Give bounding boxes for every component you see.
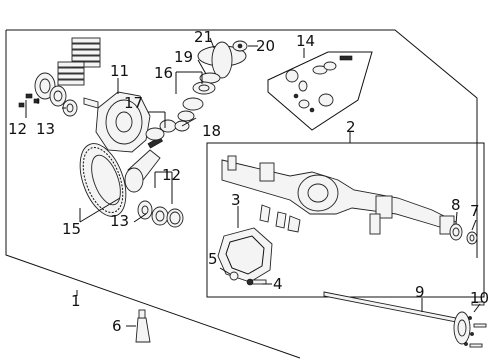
pinion-flange [197,40,248,79]
differential-cover [217,227,273,283]
callout-9: 9 [415,283,425,301]
pinion-gear [124,119,177,193]
callout-8: 8 [451,196,461,214]
callout-19: 19 [174,48,193,66]
callout-1: 1 [71,292,81,310]
cover-bolt [246,278,267,286]
callout-5: 5 [208,250,218,268]
callout-6: 6 [112,317,122,335]
callout-3: 3 [231,191,241,209]
kit-outline [267,51,373,131]
pinion-bearings [137,200,184,228]
callout-labels: 11 12 13 12 13 15 17 18 16 19 21 20 14 2… [8,28,489,335]
callout-18: 18 [202,122,221,140]
leader-lines [25,37,481,327]
wheel-studs [469,301,487,348]
axle-housing [221,155,457,235]
fill-plug [229,271,239,281]
callout-21: 21 [194,28,213,46]
differential-case [83,91,151,153]
callout-14: 14 [296,32,315,50]
mounting-brackets [259,204,301,233]
callout-11: 11 [110,62,129,80]
callout-16: 16 [154,64,173,82]
bearing-race-left [18,72,78,117]
axle-seal [466,231,478,245]
pinion-seal-bearings [174,72,221,132]
callout-17: 17 [124,94,143,112]
callout-15: 15 [62,220,81,238]
callout-13-lower: 13 [110,212,129,230]
callout-12-upper: 12 [8,120,27,138]
shim-stacks [57,37,101,86]
callout-12-lower: 12 [162,166,181,184]
sealant-tube [135,309,151,343]
callout-7: 7 [470,202,480,220]
outer-frame [5,29,478,359]
callout-10: 10 [470,289,489,307]
callout-13-upper: 13 [36,120,55,138]
ring-gear [79,143,127,217]
callout-2: 2 [346,118,356,136]
kit-contents [285,55,353,113]
callout-4: 4 [273,275,283,293]
axle-shaft [323,291,474,346]
axle-bearing [449,223,463,241]
callout-20: 20 [256,37,275,55]
